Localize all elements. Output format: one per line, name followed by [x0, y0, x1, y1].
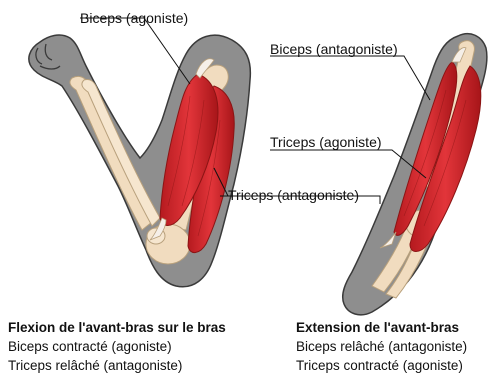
label-triceps-antagoniste: Triceps (antagoniste) [228, 187, 359, 203]
leader-biceps-left [80, 18, 190, 84]
flexed-arm-illustration [29, 35, 251, 287]
caption-extension-line2: Triceps contracté (agoniste) [296, 356, 467, 375]
label-biceps-agoniste: Biceps (agoniste) [80, 10, 188, 26]
caption-flexion-line1: Biceps contracté (agoniste) [8, 337, 226, 356]
caption-flexion: Flexion de l'avant-bras sur le bras Bice… [8, 318, 226, 375]
caption-extension-title: Extension de l'avant-bras [296, 318, 467, 337]
leader-biceps-right [270, 56, 430, 100]
caption-extension: Extension de l'avant-bras Biceps relâché… [296, 318, 467, 375]
radius-bone [70, 76, 152, 230]
extended-arm-illustration [343, 34, 487, 315]
label-triceps-agoniste: Triceps (agoniste) [270, 134, 382, 150]
label-biceps-antagoniste: Biceps (antagoniste) [270, 41, 398, 57]
caption-flexion-title: Flexion de l'avant-bras sur le bras [8, 318, 226, 337]
caption-extension-line1: Biceps relâché (antagoniste) [296, 337, 467, 356]
caption-flexion-line2: Triceps relâché (antagoniste) [8, 356, 226, 375]
